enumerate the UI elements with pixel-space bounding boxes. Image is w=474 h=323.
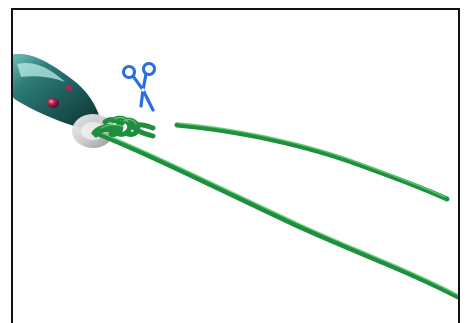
knot xyxy=(91,115,156,139)
lure-gill-eye xyxy=(65,85,73,91)
standing-line xyxy=(93,130,458,300)
tag-end-line xyxy=(174,122,450,202)
knot-illustration xyxy=(13,53,458,300)
lure-highlight xyxy=(17,62,65,82)
scissors-icon xyxy=(122,62,156,112)
diagram-frame xyxy=(11,8,460,323)
lure-eye xyxy=(47,98,59,108)
